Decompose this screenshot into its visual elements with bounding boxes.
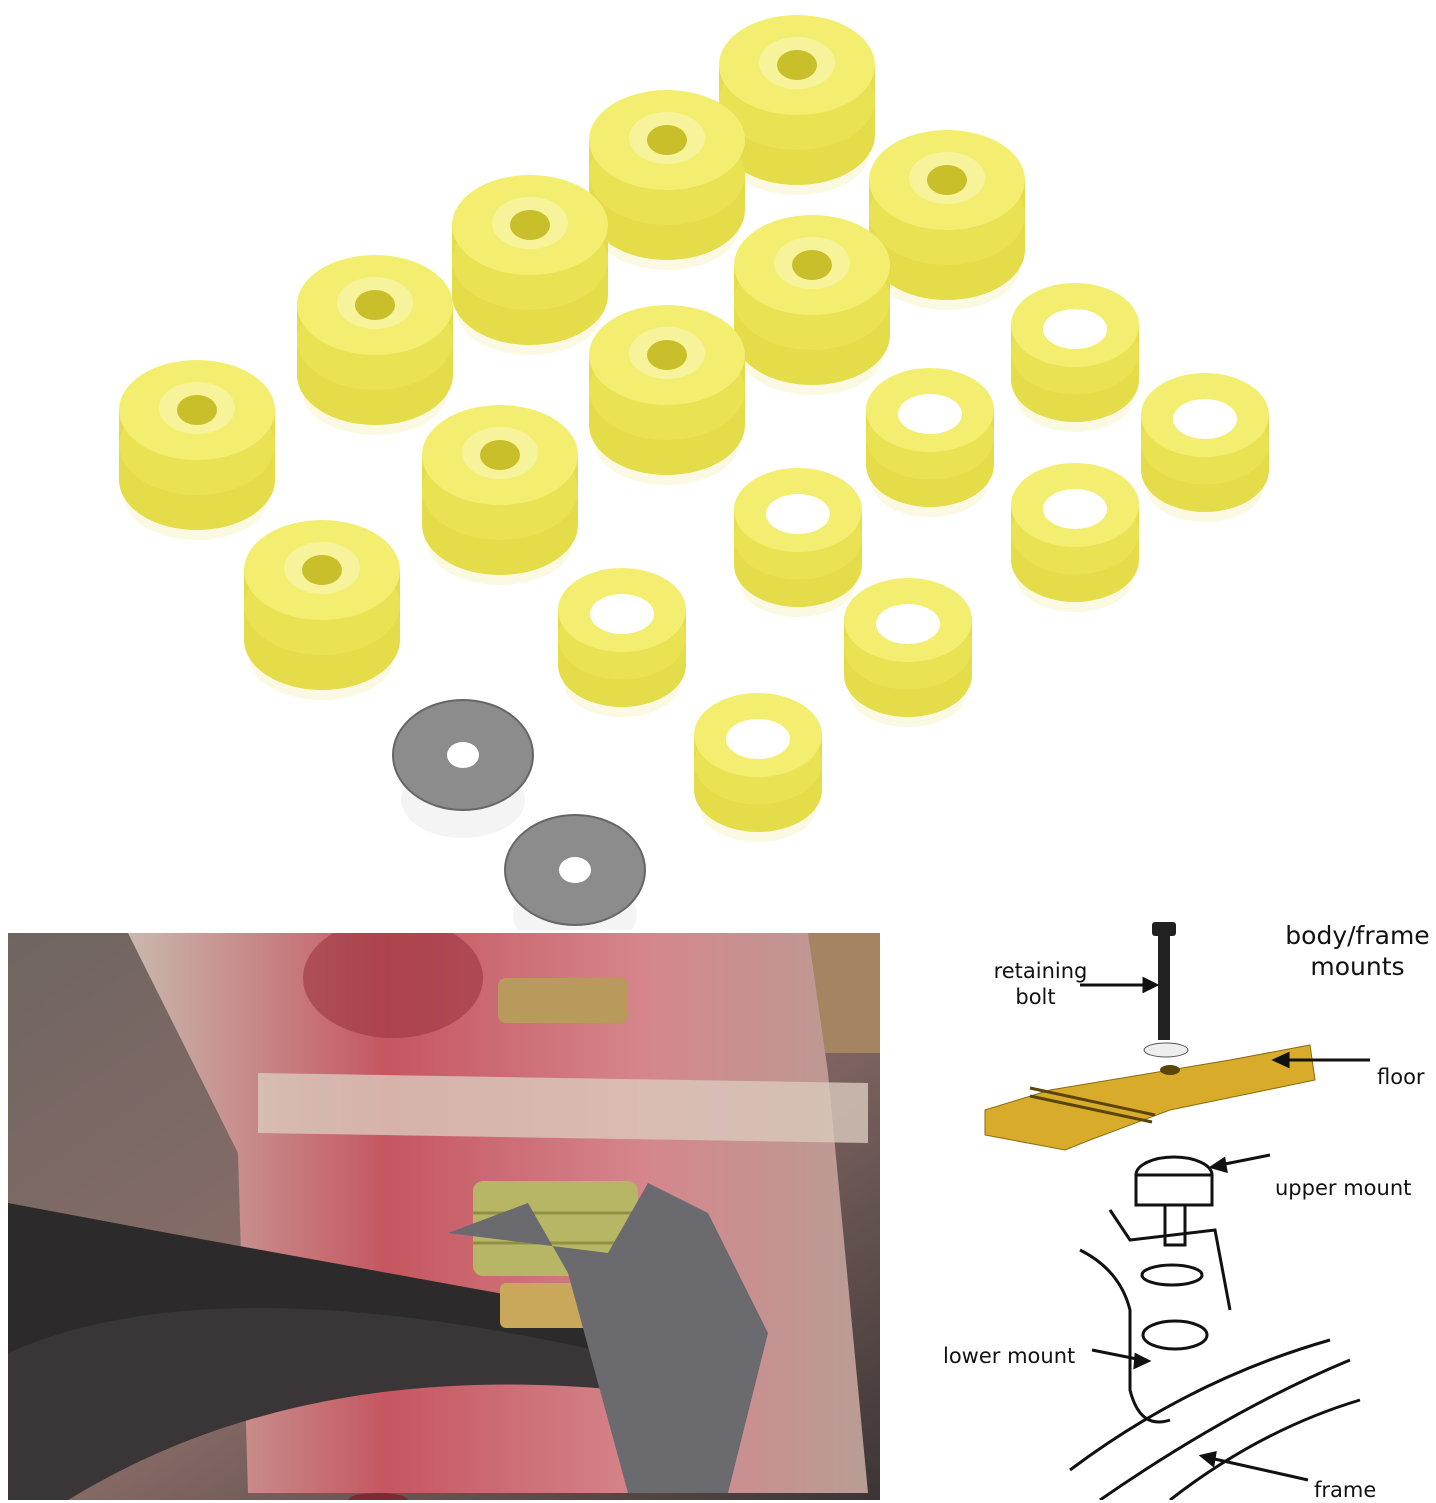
small-bushing <box>734 468 862 617</box>
small-bushing <box>844 578 972 727</box>
large-bushing <box>719 15 875 195</box>
large-bushing <box>244 520 400 700</box>
large-bushing <box>297 255 453 435</box>
label-upper-mount: upper mount <box>1275 1176 1412 1200</box>
label-lower-mount: lower mount <box>943 1344 1076 1368</box>
small-bushing <box>866 368 994 517</box>
diagram-title-line1: body/frame <box>1285 921 1430 950</box>
washer <box>392 699 534 838</box>
large-bushing <box>119 360 275 540</box>
label-retaining-bolt-line2: bolt <box>1015 985 1056 1009</box>
washer <box>504 814 646 930</box>
large-bushing <box>589 90 745 270</box>
small-bushing <box>1011 283 1139 432</box>
large-bushing <box>869 130 1025 310</box>
label-floor: floor <box>1377 1065 1425 1089</box>
label-frame: frame <box>1314 1478 1377 1502</box>
bushing-kit-product-photo <box>119 15 1269 930</box>
large-bushing <box>452 175 608 355</box>
large-bushing <box>589 305 745 485</box>
small-bushing <box>558 568 686 717</box>
mount-diagram: body/frame mounts retaining bolt floor u… <box>930 910 1436 1502</box>
diagram-title-line2: mounts <box>1310 952 1405 981</box>
large-bushing <box>734 215 890 395</box>
small-bushing <box>1011 463 1139 612</box>
small-bushing <box>1141 373 1269 522</box>
installation-photo <box>8 933 880 1500</box>
small-bushing <box>694 693 822 842</box>
large-bushing <box>422 405 578 585</box>
label-retaining-bolt: retaining bolt <box>988 958 1093 1010</box>
diagram-title: body/frame mounts <box>1275 920 1436 982</box>
label-retaining-bolt-line1: retaining <box>993 959 1088 983</box>
